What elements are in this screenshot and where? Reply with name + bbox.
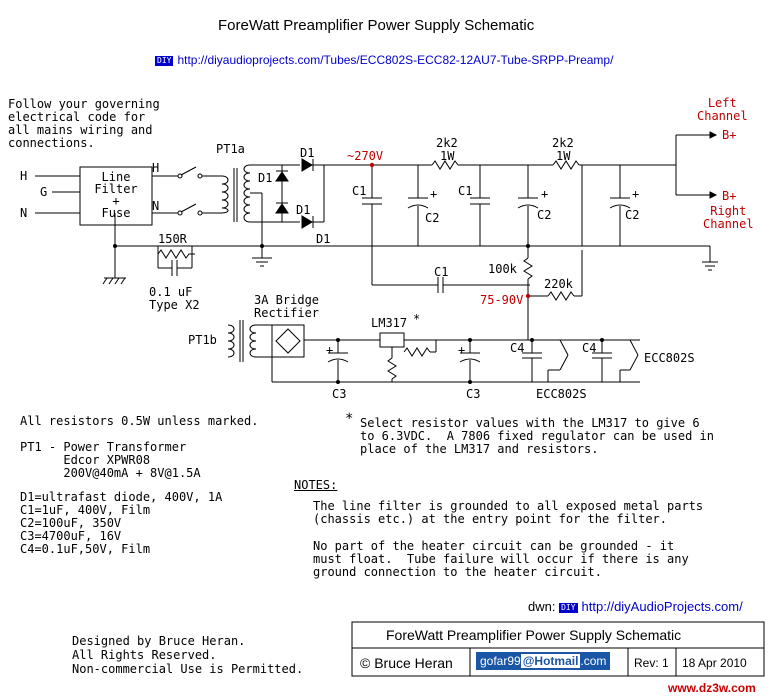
voltage-75-90: 75-90V xyxy=(480,293,524,307)
c1-label-b: C1 xyxy=(458,184,473,198)
note-2: No part of the heater circuit can be gro… xyxy=(313,539,689,579)
resistor-note: All resistors 0.5W unless marked. xyxy=(20,414,259,428)
plus-c2-a: + xyxy=(430,187,438,201)
diode-label-2: D1 xyxy=(258,171,273,185)
r-2k2-b-rating: 1W xyxy=(556,149,571,163)
header-url[interactable]: http://diyaudioprojects.com/Tubes/ECC802… xyxy=(177,53,614,67)
plus-c3-a: + xyxy=(326,343,334,357)
pt1b-label: PT1b xyxy=(188,333,217,347)
lm317-note: Select resistor values with the LM317 to… xyxy=(360,416,715,456)
dwn-url[interactable]: http://diyAudioProjects.com/ xyxy=(581,599,743,614)
line-filter-label: Line Filter + Fuse xyxy=(94,170,138,220)
ecc802s-label-a: ECC802S xyxy=(536,387,587,401)
mains-g-label: G xyxy=(40,185,48,199)
r-2k2-b: 2k2 xyxy=(552,136,574,150)
warning-note: Follow your governing electrical code fo… xyxy=(8,97,160,150)
c4-label-b: C4 xyxy=(582,341,597,355)
author: © Bruce Heran xyxy=(360,655,453,671)
bridge-label: 3A Bridge Rectifier xyxy=(254,293,320,320)
cap-x2-label: 0.1 uF Type X2 xyxy=(149,285,200,312)
line-filter-box xyxy=(79,166,153,226)
b-plus-left: B+ xyxy=(722,128,737,142)
right-channel-label: Right Channel xyxy=(703,204,754,231)
c4-label-a: C4 xyxy=(510,341,525,355)
diy-logo-icon: DIY xyxy=(559,602,578,613)
dwn-label: dwn: xyxy=(528,599,556,614)
r-220k-label: 220k xyxy=(544,277,573,291)
b-plus-right: B+ xyxy=(722,189,737,203)
revision: Rev: 1 xyxy=(634,656,669,670)
page-title: ForeWatt Preamplifier Power Supply Schem… xyxy=(218,17,535,34)
email-tld: .com xyxy=(580,654,607,668)
voltage-270: ~270V xyxy=(347,149,384,163)
date: 18 Apr 2010 xyxy=(682,656,747,670)
plus-c2-c: + xyxy=(632,187,640,201)
email-user: gofar99 xyxy=(480,654,521,668)
diode-label-4: D1 xyxy=(316,232,331,246)
pt1a-label: PT1a xyxy=(216,142,245,156)
title-block-title: ForeWatt Preamplifier Power Supply Schem… xyxy=(386,627,682,643)
diy-logo-icon: DIY xyxy=(155,55,174,66)
mains-h-label: H xyxy=(20,169,28,183)
plus-c3-b: + xyxy=(458,343,466,357)
watermark: www.dz3w.com xyxy=(668,681,756,695)
c2-label-a: C2 xyxy=(425,211,440,225)
mains-n-label: N xyxy=(20,206,28,220)
lm317-note-star: * xyxy=(345,411,354,427)
lm317-label: LM317 xyxy=(371,316,408,330)
ecc802s-label-b: ECC802S xyxy=(644,351,695,365)
switch-n-label: N xyxy=(152,199,160,213)
diode-label-3: D1 xyxy=(296,203,311,217)
lm317-star: * xyxy=(413,312,421,326)
notes-heading: NOTES: xyxy=(294,478,338,492)
email-domain: @Hotmail xyxy=(520,654,581,668)
c3-label-a: C3 xyxy=(332,387,347,401)
r-2k2-a: 2k2 xyxy=(436,136,458,150)
switch-h-label: H xyxy=(152,161,160,175)
c1-label-c: C1 xyxy=(434,265,449,279)
c1-label-a: C1 xyxy=(352,184,367,198)
c2-label-b: C2 xyxy=(537,208,552,222)
r-150-label: 150R xyxy=(158,232,187,246)
r-100k-label: 100k xyxy=(488,262,517,276)
parts-list: D1=ultrafast diode, 400V, 1A C1=1uF, 400… xyxy=(20,490,223,556)
c2-label-c: C2 xyxy=(625,208,640,222)
transformer-note: PT1 - Power Transformer Edcor XPWR08 200… xyxy=(20,440,201,480)
note-1: The line filter is grounded to all expos… xyxy=(313,499,704,526)
left-channel-label: Left Channel xyxy=(697,96,748,123)
plus-c2-b: + xyxy=(541,187,549,201)
email-badge[interactable]: gofar99@Hotmail.com xyxy=(476,652,611,670)
credits: Designed by Bruce Heran. All Rights Rese… xyxy=(72,634,304,676)
diode-label-1: D1 xyxy=(300,146,315,160)
r-2k2-a-rating: 1W xyxy=(440,149,455,163)
c3-label-b: C3 xyxy=(466,387,481,401)
